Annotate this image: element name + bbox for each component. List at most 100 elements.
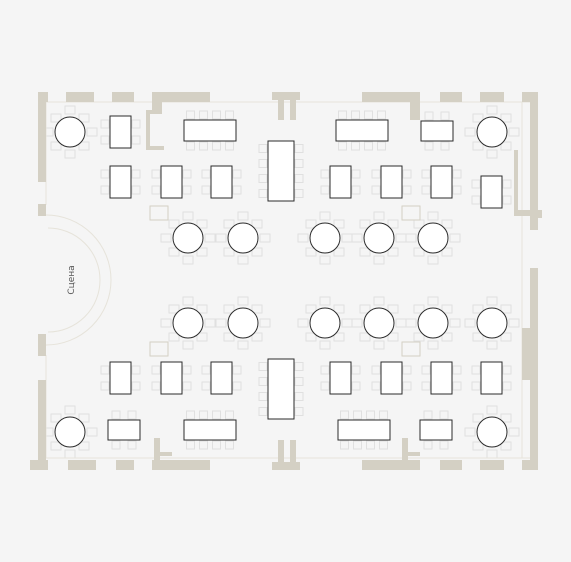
chair	[186, 440, 195, 450]
rect-table[interactable]	[335, 119, 389, 142]
chair	[297, 233, 309, 243]
chair	[441, 304, 453, 314]
chair	[237, 211, 249, 221]
chair	[439, 440, 449, 450]
rect-table[interactable]	[430, 165, 453, 199]
chair	[333, 304, 345, 314]
round-table[interactable]	[476, 116, 508, 148]
chair	[223, 332, 235, 342]
rect-table[interactable]	[337, 419, 391, 441]
round-table[interactable]	[54, 416, 86, 448]
rect-table[interactable]	[480, 175, 503, 209]
round-table[interactable]	[172, 307, 204, 339]
rect-table[interactable]	[109, 361, 132, 395]
chair	[251, 219, 263, 229]
chair	[502, 195, 512, 205]
rect-table[interactable]	[160, 361, 183, 395]
chair	[182, 381, 192, 391]
chair	[212, 440, 221, 450]
round-table[interactable]	[476, 307, 508, 339]
round-table[interactable]	[227, 307, 259, 339]
rect-table[interactable]	[109, 115, 132, 149]
round-table[interactable]	[363, 307, 395, 339]
rect-table[interactable]	[329, 361, 352, 395]
rect-table[interactable]	[267, 140, 295, 202]
chair	[387, 332, 399, 342]
chair	[449, 233, 461, 243]
chair	[413, 247, 425, 257]
rect-table[interactable]	[380, 361, 403, 395]
chair	[364, 110, 373, 120]
round-table[interactable]	[417, 307, 449, 339]
round-table[interactable]	[54, 116, 86, 148]
rect-table[interactable]	[107, 419, 141, 441]
chair	[100, 365, 110, 375]
chair	[340, 440, 349, 450]
chair	[333, 247, 345, 257]
rect-table[interactable]	[183, 419, 237, 441]
chair	[471, 381, 481, 391]
chair	[395, 318, 407, 328]
chair	[212, 110, 221, 120]
round-table[interactable]	[309, 222, 341, 254]
chair	[259, 318, 271, 328]
rect-table[interactable]	[419, 419, 453, 441]
chair	[449, 318, 461, 328]
chair	[50, 413, 62, 423]
rect-table[interactable]	[109, 165, 132, 199]
chairs-layer	[42, 105, 520, 459]
chair	[351, 110, 360, 120]
chair	[258, 392, 268, 401]
chair	[421, 381, 431, 391]
rect-table[interactable]	[380, 165, 403, 199]
rect-table[interactable]	[210, 165, 233, 199]
round-table[interactable]	[309, 307, 341, 339]
chair	[508, 427, 520, 437]
chair	[379, 410, 388, 420]
rect-table[interactable]	[160, 165, 183, 199]
chair	[502, 365, 512, 375]
chair	[340, 410, 349, 420]
chair	[111, 410, 121, 420]
chair	[294, 392, 304, 401]
chair	[405, 233, 417, 243]
chair	[366, 440, 375, 450]
chair	[232, 365, 242, 375]
chair	[199, 110, 208, 120]
round-table[interactable]	[227, 222, 259, 254]
chair	[50, 141, 62, 151]
chair	[373, 296, 385, 306]
chair	[151, 169, 161, 179]
round-table[interactable]	[476, 416, 508, 448]
chair	[500, 332, 512, 342]
chair	[427, 296, 439, 306]
rect-table[interactable]	[267, 358, 295, 420]
chair	[472, 113, 484, 123]
rect-table[interactable]	[183, 119, 237, 142]
rect-table[interactable]	[329, 165, 352, 199]
chair	[237, 340, 249, 350]
rect-table[interactable]	[430, 361, 453, 395]
chair	[78, 413, 90, 423]
chair	[464, 127, 476, 137]
chair	[472, 141, 484, 151]
chair	[259, 233, 271, 243]
chair	[402, 169, 412, 179]
walls	[30, 92, 542, 470]
chair	[508, 127, 520, 137]
chair	[377, 110, 386, 120]
chair	[196, 219, 208, 229]
chair	[64, 105, 76, 115]
chair	[232, 381, 242, 391]
rect-table[interactable]	[210, 361, 233, 395]
round-table[interactable]	[417, 222, 449, 254]
chair	[471, 195, 481, 205]
round-table[interactable]	[363, 222, 395, 254]
rect-table[interactable]	[420, 120, 454, 142]
chair	[421, 185, 431, 195]
chair	[508, 318, 520, 328]
chair	[258, 159, 268, 168]
rect-table[interactable]	[480, 361, 503, 395]
round-table[interactable]	[172, 222, 204, 254]
